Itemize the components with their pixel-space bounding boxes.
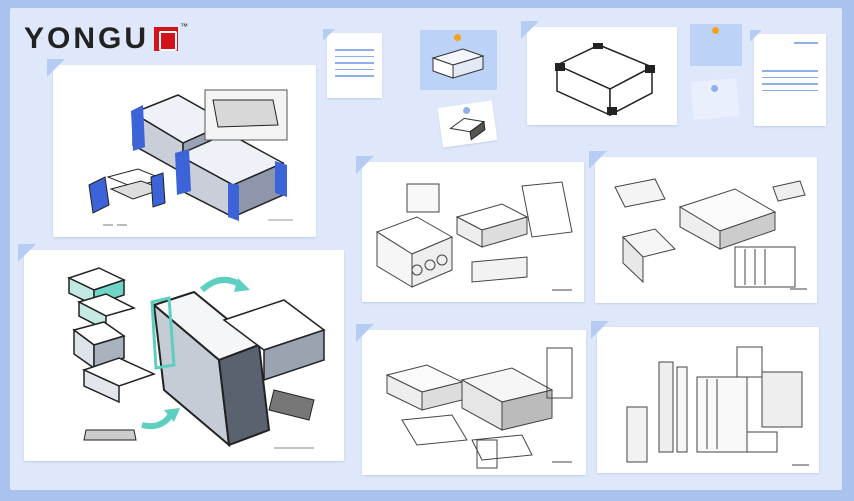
push-pin	[710, 84, 719, 93]
pencil-sketch-sheet-3	[356, 324, 586, 475]
sticky-note-box	[420, 30, 497, 90]
blue-enclosure-sketch-2	[175, 132, 287, 221]
trademark: ™	[180, 22, 189, 31]
document-note-2	[750, 30, 826, 126]
pencil-sketch-sheet-4	[591, 321, 819, 473]
photo-note	[437, 100, 498, 148]
teal-enclosure-large	[150, 290, 326, 448]
pencil-sketch-sheet-2	[589, 151, 817, 303]
brand-logo: YONGU ™	[24, 22, 188, 56]
sketch-sheet-blue	[47, 59, 316, 237]
enclosure-box-thumbnail	[431, 48, 485, 79]
sketch-sheet-teal	[18, 244, 344, 461]
sticky-note-light	[690, 78, 740, 120]
pencil-sketch-sheet-1	[356, 156, 584, 302]
curved-arrow-icon	[141, 411, 175, 430]
exploded-parts-sketch	[88, 168, 166, 214]
sticky-note-blank	[690, 24, 742, 66]
brand-logo-mark-icon	[154, 27, 179, 51]
brand-name: YONGU	[24, 22, 150, 55]
document-note-1	[323, 29, 382, 98]
teal-enclosure-small-4	[81, 357, 157, 404]
push-pin	[712, 27, 719, 34]
line-drawing-sheet	[521, 21, 677, 125]
push-pin	[454, 34, 461, 41]
